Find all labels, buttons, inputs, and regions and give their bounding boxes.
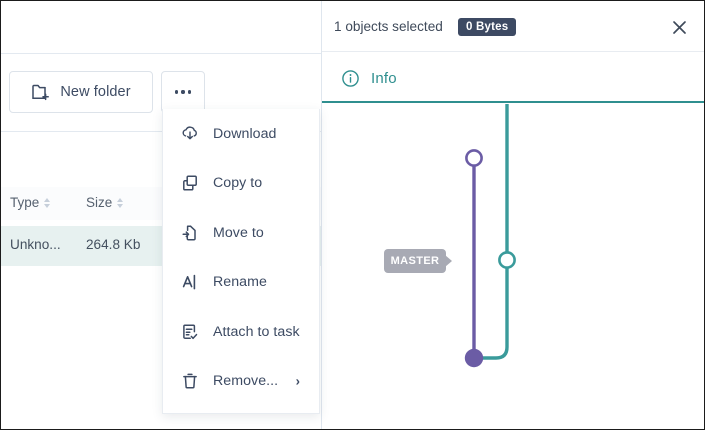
chevron-right-icon: › xyxy=(295,373,300,389)
branch-label-master[interactable]: MASTER xyxy=(384,249,452,273)
move-file-icon xyxy=(180,223,200,243)
menu-item-label: Remove... xyxy=(213,373,279,390)
selection-summary: 1 objects selected xyxy=(334,19,443,34)
clipboard-check-icon xyxy=(180,322,200,342)
copy-icon xyxy=(180,173,200,193)
close-icon xyxy=(672,20,686,34)
menu-item-rename[interactable]: Rename xyxy=(163,258,319,308)
folder-plus-icon xyxy=(31,82,51,102)
menu-item-move-to[interactable]: Move to xyxy=(163,208,319,258)
file-toolbar: New folder xyxy=(1,54,321,131)
tab-info[interactable]: Info xyxy=(340,63,397,93)
details-panel: 1 objects selected 0 Bytes Info xyxy=(322,1,704,429)
branch-graph: MASTER xyxy=(322,104,704,429)
trash-icon xyxy=(180,371,200,391)
badge-pointer-icon xyxy=(445,255,452,267)
new-folder-label: New folder xyxy=(60,84,131,100)
graph-node-master-head xyxy=(465,149,483,167)
menu-item-label: Rename xyxy=(213,274,267,291)
text-cursor-icon xyxy=(180,272,200,292)
close-button[interactable] xyxy=(665,13,693,41)
branch-label-text: MASTER xyxy=(390,255,440,267)
menu-item-attach-to-task[interactable]: Attach to task xyxy=(163,307,319,357)
graph-node-teal xyxy=(498,251,516,269)
graph-node-merge xyxy=(464,348,484,368)
sort-arrows-icon[interactable] xyxy=(117,197,124,208)
menu-item-download[interactable]: Download xyxy=(163,109,319,159)
cell-size: 264.8 Kb xyxy=(86,237,141,252)
cloud-download-icon xyxy=(180,124,200,144)
toolbar-bottom-divider xyxy=(1,131,321,132)
edge-teal xyxy=(476,104,509,360)
column-header-size[interactable]: Size xyxy=(86,195,124,210)
panel-divider xyxy=(321,1,322,429)
menu-item-label: Download xyxy=(213,125,277,142)
menu-item-remove[interactable]: Remove... › xyxy=(163,357,319,407)
column-header-type[interactable]: Type xyxy=(10,195,51,210)
new-folder-button[interactable]: New folder xyxy=(9,71,153,113)
tab-info-label: Info xyxy=(371,69,397,87)
sort-arrows-icon[interactable] xyxy=(44,197,51,208)
branch-graph-svg xyxy=(464,104,516,368)
context-dropdown-menu: Download Copy to Move to xyxy=(162,109,320,414)
menu-item-label: Attach to task xyxy=(213,323,300,340)
menu-item-copy-to[interactable]: Copy to xyxy=(163,159,319,209)
menu-item-label: Copy to xyxy=(213,175,263,192)
cell-type: Unkno... xyxy=(10,237,61,252)
toolbar-top-divider xyxy=(1,53,321,54)
menu-item-label: Move to xyxy=(213,224,264,241)
column-header-type-label: Type xyxy=(10,195,40,210)
status-badge: 0 Bytes xyxy=(458,18,517,36)
column-header-size-label: Size xyxy=(86,195,113,210)
more-actions-button[interactable] xyxy=(161,71,205,113)
more-horizontal-icon xyxy=(174,90,192,94)
info-circle-icon xyxy=(340,68,360,88)
details-tabbar: Info xyxy=(322,52,704,103)
details-panel-header: 1 objects selected 0 Bytes xyxy=(322,1,704,52)
